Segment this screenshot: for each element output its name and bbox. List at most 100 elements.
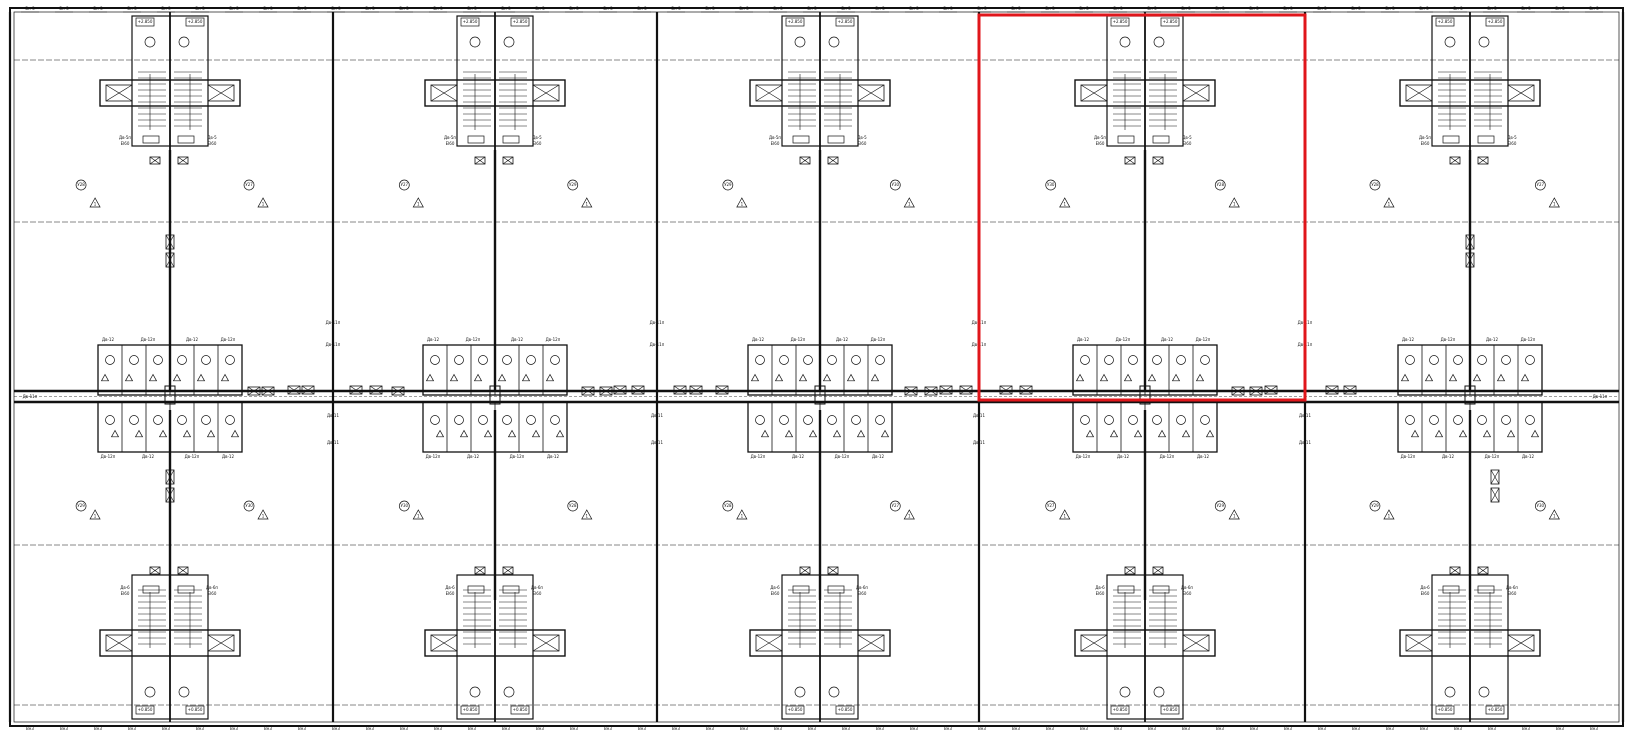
window-tag-bottom: Вн3 bbox=[1420, 726, 1428, 731]
fixture-circle bbox=[153, 415, 163, 425]
marker-triangle bbox=[1448, 373, 1458, 382]
marker-label: 1 bbox=[585, 202, 588, 207]
fixture-circle bbox=[225, 355, 235, 365]
elevation-box bbox=[460, 705, 480, 715]
cross-box-frame bbox=[631, 385, 645, 395]
fixture-circle bbox=[201, 415, 211, 425]
window-tag-bottom: Вн3 bbox=[1556, 726, 1564, 731]
window-tag-bottom: Вн3 bbox=[808, 726, 816, 731]
room-tag-label: У28 bbox=[569, 503, 577, 508]
cross-box-frame bbox=[1264, 385, 1278, 395]
stair-room-tag bbox=[828, 686, 840, 698]
wet-door-tag: Дв-12п bbox=[185, 454, 200, 459]
cross-box-diag bbox=[532, 634, 560, 652]
cross-box-frame bbox=[261, 386, 275, 396]
window-tag-bottom: Вн3 bbox=[332, 726, 340, 731]
cross-box-diag bbox=[261, 386, 275, 396]
fixture-circle bbox=[1104, 355, 1114, 365]
wet-door-tag: Дв-12 bbox=[102, 337, 114, 342]
window-tag-top: Вн-3 bbox=[535, 6, 545, 11]
cross-box-frame bbox=[1507, 634, 1535, 652]
cross-box-diag bbox=[207, 634, 235, 652]
elevator-shaft-right bbox=[1182, 634, 1210, 652]
elevation-label: +2.850 bbox=[188, 19, 203, 24]
cross-box-frame bbox=[301, 385, 315, 395]
cross-box-diag bbox=[287, 385, 301, 395]
wet-door-tag: Дв-12 bbox=[511, 337, 523, 342]
window-tag-top: Вн-3 bbox=[399, 6, 409, 11]
corridor-door-tag: Дв-11 bbox=[973, 440, 985, 445]
window-tag-top: Вн-3 bbox=[569, 6, 579, 11]
marker-triangle bbox=[846, 373, 856, 382]
wet-door-tag: Дв-12 bbox=[1522, 454, 1534, 459]
window-tag-bottom: Вн3 bbox=[1352, 726, 1360, 731]
window-tag-bottom: Вн3 bbox=[1148, 726, 1156, 731]
window-tag-bottom: Вн3 bbox=[60, 726, 68, 731]
cross-box-diag bbox=[165, 487, 175, 503]
fixture-circle bbox=[502, 415, 512, 425]
fixture-circle bbox=[550, 415, 560, 425]
window-tag-top: Вн-3 bbox=[161, 6, 171, 11]
window-tag-bottom: Вн3 bbox=[740, 726, 748, 731]
marker-label: 1 bbox=[417, 202, 420, 207]
door-tag: EI60 bbox=[533, 591, 542, 596]
corridor-cross-box bbox=[581, 386, 595, 396]
corridor-cross-box bbox=[301, 385, 315, 395]
wet-door-tag: Дв-12 bbox=[142, 454, 154, 459]
window-tag-top: Вн-3 bbox=[773, 6, 783, 11]
marker-triangle bbox=[1059, 509, 1071, 520]
marker-triangle bbox=[89, 509, 101, 520]
elevation-box bbox=[1435, 705, 1455, 715]
marker-triangle bbox=[89, 197, 101, 208]
cross-box-diag bbox=[430, 84, 458, 102]
cross-box-frame bbox=[532, 84, 560, 102]
window-tag-bottom: Вн3 bbox=[468, 726, 476, 731]
cross-box-frame bbox=[1325, 385, 1339, 395]
stair-landing bbox=[99, 629, 241, 657]
cross-box-frame bbox=[1477, 566, 1489, 575]
window-tag-top: Вн-3 bbox=[1215, 6, 1225, 11]
door-tag: EI60 bbox=[1421, 591, 1430, 596]
marker-label: 1 bbox=[1553, 514, 1556, 519]
window-tag-top: Вн-3 bbox=[1045, 6, 1055, 11]
door-elevation-box bbox=[1442, 135, 1460, 144]
cross-box-frame bbox=[287, 385, 301, 395]
window-tag-top: Вн-3 bbox=[501, 6, 511, 11]
cross-box-frame bbox=[532, 634, 560, 652]
marker-triangle bbox=[196, 373, 206, 382]
marker-triangle bbox=[1383, 197, 1395, 208]
cross-box-diag bbox=[827, 566, 839, 575]
stair-room-tag bbox=[1478, 36, 1490, 48]
corridor-cross-box bbox=[939, 385, 953, 395]
cross-box-diag bbox=[689, 385, 703, 395]
door-cross-box bbox=[1449, 566, 1461, 575]
window-tag-top: Вн-3 bbox=[1453, 6, 1463, 11]
door-tag: Дв-6п bbox=[1506, 585, 1518, 590]
stair-landing bbox=[424, 629, 566, 657]
window-tag-bottom: Вн3 bbox=[128, 726, 136, 731]
cross-box-diag bbox=[177, 156, 189, 165]
window-tag-top: Вн-3 bbox=[807, 6, 817, 11]
window-tag-bottom: Вн3 bbox=[230, 726, 238, 731]
marker-triangle bbox=[483, 429, 493, 438]
fixture-circle bbox=[1453, 415, 1463, 425]
wet-door-tag: Дв-12 bbox=[1486, 337, 1498, 342]
cross-box-diag bbox=[105, 634, 133, 652]
marker-label: 1 bbox=[908, 514, 911, 519]
fixture-circle bbox=[1501, 355, 1511, 365]
room-tag-lower bbox=[1369, 500, 1381, 512]
cross-box-frame bbox=[857, 634, 885, 652]
marker-triangle bbox=[1472, 373, 1482, 382]
stair-landing bbox=[1399, 629, 1541, 657]
cross-box-frame bbox=[177, 156, 189, 165]
elevation-label: +0.850 bbox=[1488, 707, 1503, 712]
elevation-label: +0.850 bbox=[1438, 707, 1453, 712]
shaft-cross-box bbox=[165, 469, 175, 485]
marker-label: 1 bbox=[1388, 514, 1391, 519]
cross-box-frame bbox=[1080, 634, 1108, 652]
